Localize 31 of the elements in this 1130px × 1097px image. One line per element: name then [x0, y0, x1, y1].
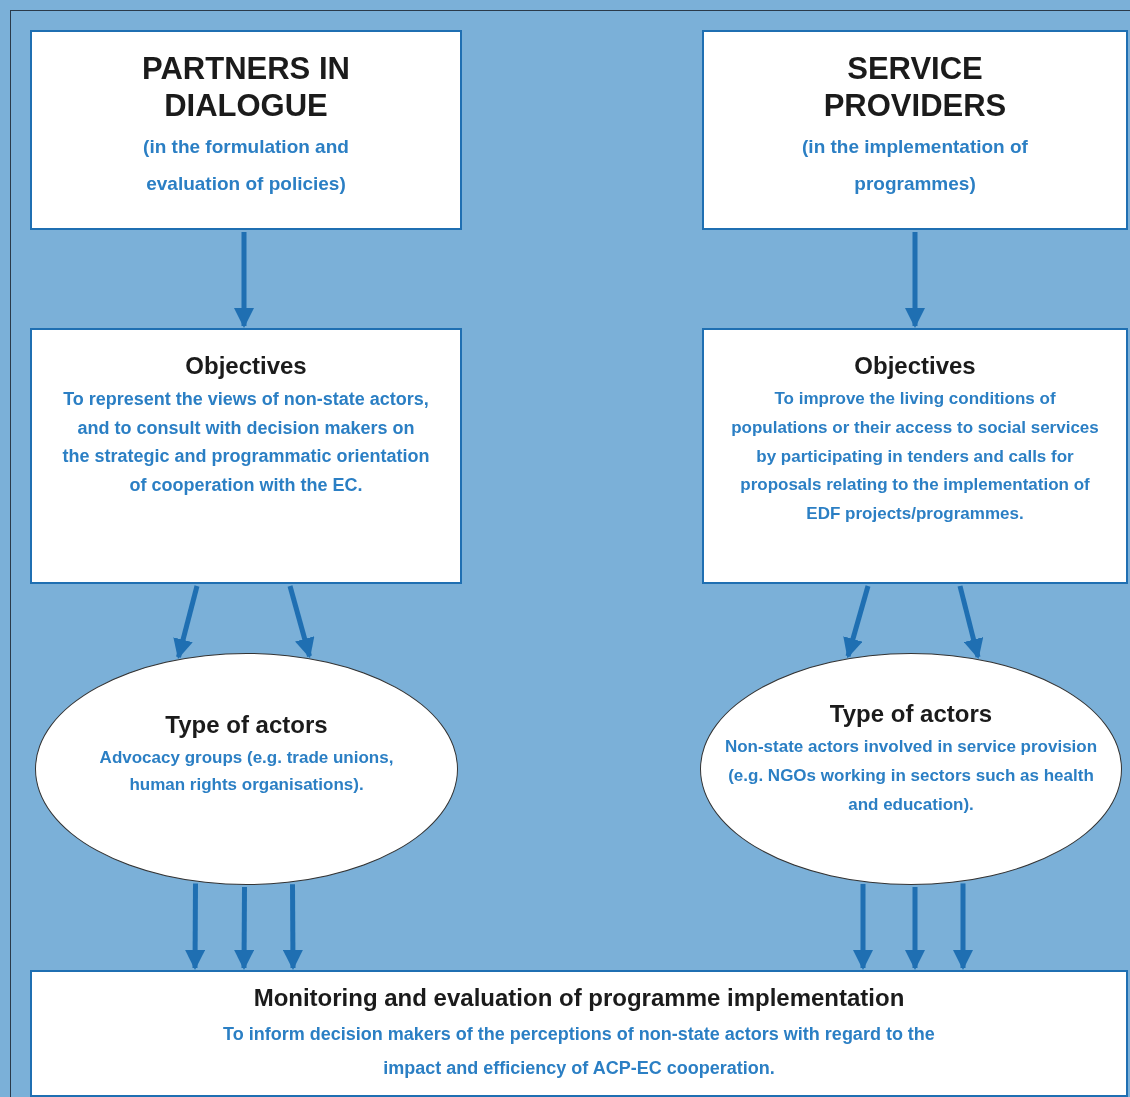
arrow — [953, 883, 973, 970]
box-description: Non-state actors involved in service provision (e.g. NGOs working in sectors such as health and education). — [723, 736, 1099, 816]
box-heading: Objectives — [185, 352, 307, 381]
arrow — [843, 585, 871, 659]
arrow — [905, 232, 925, 328]
arrow — [234, 886, 255, 970]
box-heading: Type of actors — [165, 711, 328, 741]
box-description: To inform decision makers of the perceptions of non-state actors with regard to the impact and efficiency of ACP-EC cooperation. — [222, 1022, 936, 1080]
arrow — [173, 585, 200, 660]
box-heading: Objectives — [854, 352, 976, 381]
info-box — [702, 328, 1128, 584]
info-box — [30, 970, 1128, 1097]
box-description: Advocacy groups (e.g. trade unions, human rights organisations). — [98, 747, 395, 797]
info-box — [702, 30, 1128, 230]
arrow — [282, 884, 303, 970]
arrow — [853, 883, 873, 970]
box-heading: Type of actors — [829, 700, 993, 730]
box-heading: SERVICE PROVIDERS — [822, 50, 1008, 125]
arrow — [185, 883, 206, 970]
box-description: (in the implementation of programmes) — [801, 135, 1029, 197]
box-heading: Monitoring and evaluation of programme implementation — [253, 984, 905, 1013]
box-description: (in the formulation and evaluation of policies) — [142, 135, 350, 197]
arrow — [905, 887, 925, 970]
box-description: To improve the living conditions of populations or their access to social services by participating in tenders and calls for proposals relating to the implementation of EDF projects/programmes. — [730, 387, 1100, 526]
arrow — [234, 232, 254, 328]
box-heading: PARTNERS IN DIALOGUE — [141, 50, 351, 125]
box-description: To represent the views of non-state actors, and to consult with decision makers on the strategic and programmatic orientation of cooperation with the EC. — [62, 387, 430, 498]
arrow — [287, 585, 315, 659]
arrow — [957, 585, 984, 659]
info-box — [30, 328, 462, 584]
info-box — [30, 30, 462, 230]
